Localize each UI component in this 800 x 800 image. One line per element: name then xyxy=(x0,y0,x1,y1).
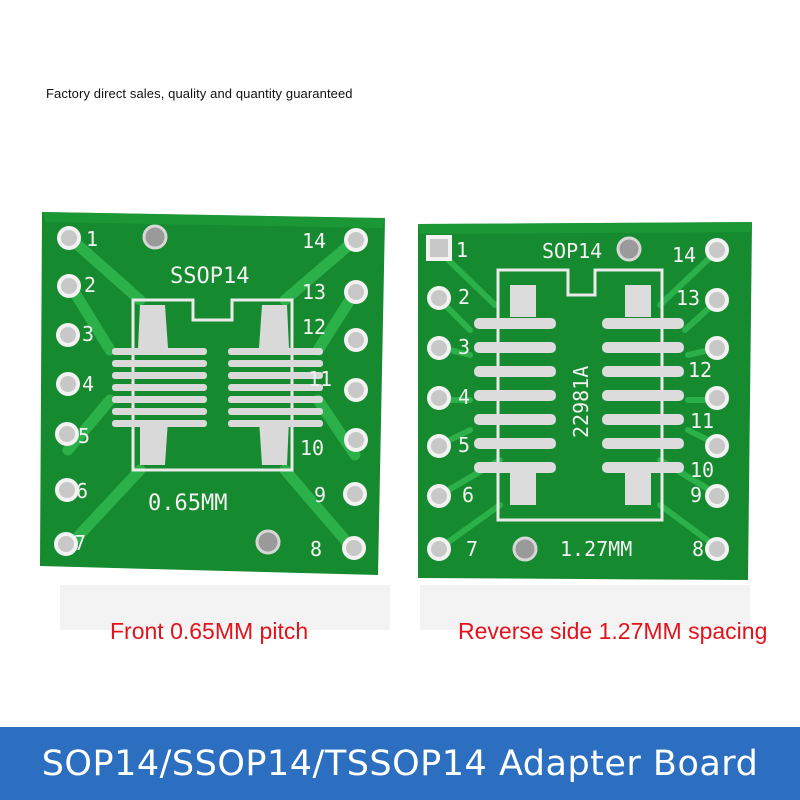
back-board: SOP14 1.27MM 22981A 1 2 3 4 5 6 7 14 13 … xyxy=(418,222,752,580)
tagline: Factory direct sales, quality and quanti… xyxy=(46,86,353,101)
back-pin-label: 6 xyxy=(462,483,474,507)
back-footprint-outline xyxy=(496,268,664,522)
front-pin-label: 3 xyxy=(82,322,94,346)
back-pin-label: 11 xyxy=(690,409,714,433)
back-pads xyxy=(474,285,684,505)
back-pin-label: 1 xyxy=(456,238,468,262)
back-pcb xyxy=(418,222,752,580)
front-pin-label: 6 xyxy=(76,479,88,503)
front-pin-label: 10 xyxy=(300,436,324,460)
back-code-label: 22981A xyxy=(569,366,593,438)
front-pin-label: 4 xyxy=(82,372,94,396)
front-mount-hole xyxy=(142,224,168,250)
front-pin-label: 8 xyxy=(310,537,322,561)
front-pin-label: 2 xyxy=(84,273,96,297)
front-mount-hole xyxy=(255,529,281,555)
front-pin-label: 7 xyxy=(74,531,86,555)
front-pin-label: 12 xyxy=(302,315,326,339)
back-pin-label: 7 xyxy=(466,537,478,561)
front-left-pin-holes xyxy=(54,226,81,556)
back-pin-label: 8 xyxy=(692,537,704,561)
front-pin-label: 5 xyxy=(78,424,90,448)
back-pin-label: 3 xyxy=(458,335,470,359)
back-pin-label: 9 xyxy=(690,483,702,507)
back-pin-label: 13 xyxy=(676,286,700,310)
front-board: SSOP14 0.65MM 1 2 3 4 5 6 7 14 13 12 11 … xyxy=(40,212,385,575)
back-pin-label: 2 xyxy=(458,285,470,309)
front-pitch-label: 0.65MM xyxy=(148,491,227,516)
front-pin-label: 14 xyxy=(302,229,326,253)
front-pin-label: 9 xyxy=(314,483,326,507)
back-pin-label: 4 xyxy=(458,385,470,409)
banner-title: SOP14/SSOP14/TSSOP14 Adapter Board xyxy=(41,744,759,784)
back-left-pin-holes xyxy=(426,235,452,561)
front-pin-label: 1 xyxy=(86,227,98,251)
back-right-pin-holes xyxy=(705,238,729,561)
front-pin-label: 13 xyxy=(302,280,326,304)
back-pitch-label: 1.27MM xyxy=(560,537,632,561)
back-mount-hole xyxy=(512,536,538,562)
back-pin-label: 12 xyxy=(688,358,712,382)
back-pin-label: 5 xyxy=(458,433,470,457)
front-pads xyxy=(112,305,323,465)
back-part-label: SOP14 xyxy=(542,239,602,263)
front-footprint-outline xyxy=(131,298,294,472)
front-right-pin-holes xyxy=(342,228,368,560)
title-banner xyxy=(0,727,800,800)
front-reflection xyxy=(60,585,390,630)
front-caption: Front 0.65MM pitch xyxy=(110,618,309,644)
back-pin-label: 14 xyxy=(672,243,696,267)
front-part-label: SSOP14 xyxy=(170,264,249,289)
back-pin-label: 10 xyxy=(690,458,714,482)
back-mount-hole xyxy=(616,236,642,262)
back-caption: Reverse side 1.27MM spacing xyxy=(458,618,768,644)
back-reflection xyxy=(420,585,750,630)
front-pin-label: 11 xyxy=(308,367,332,391)
